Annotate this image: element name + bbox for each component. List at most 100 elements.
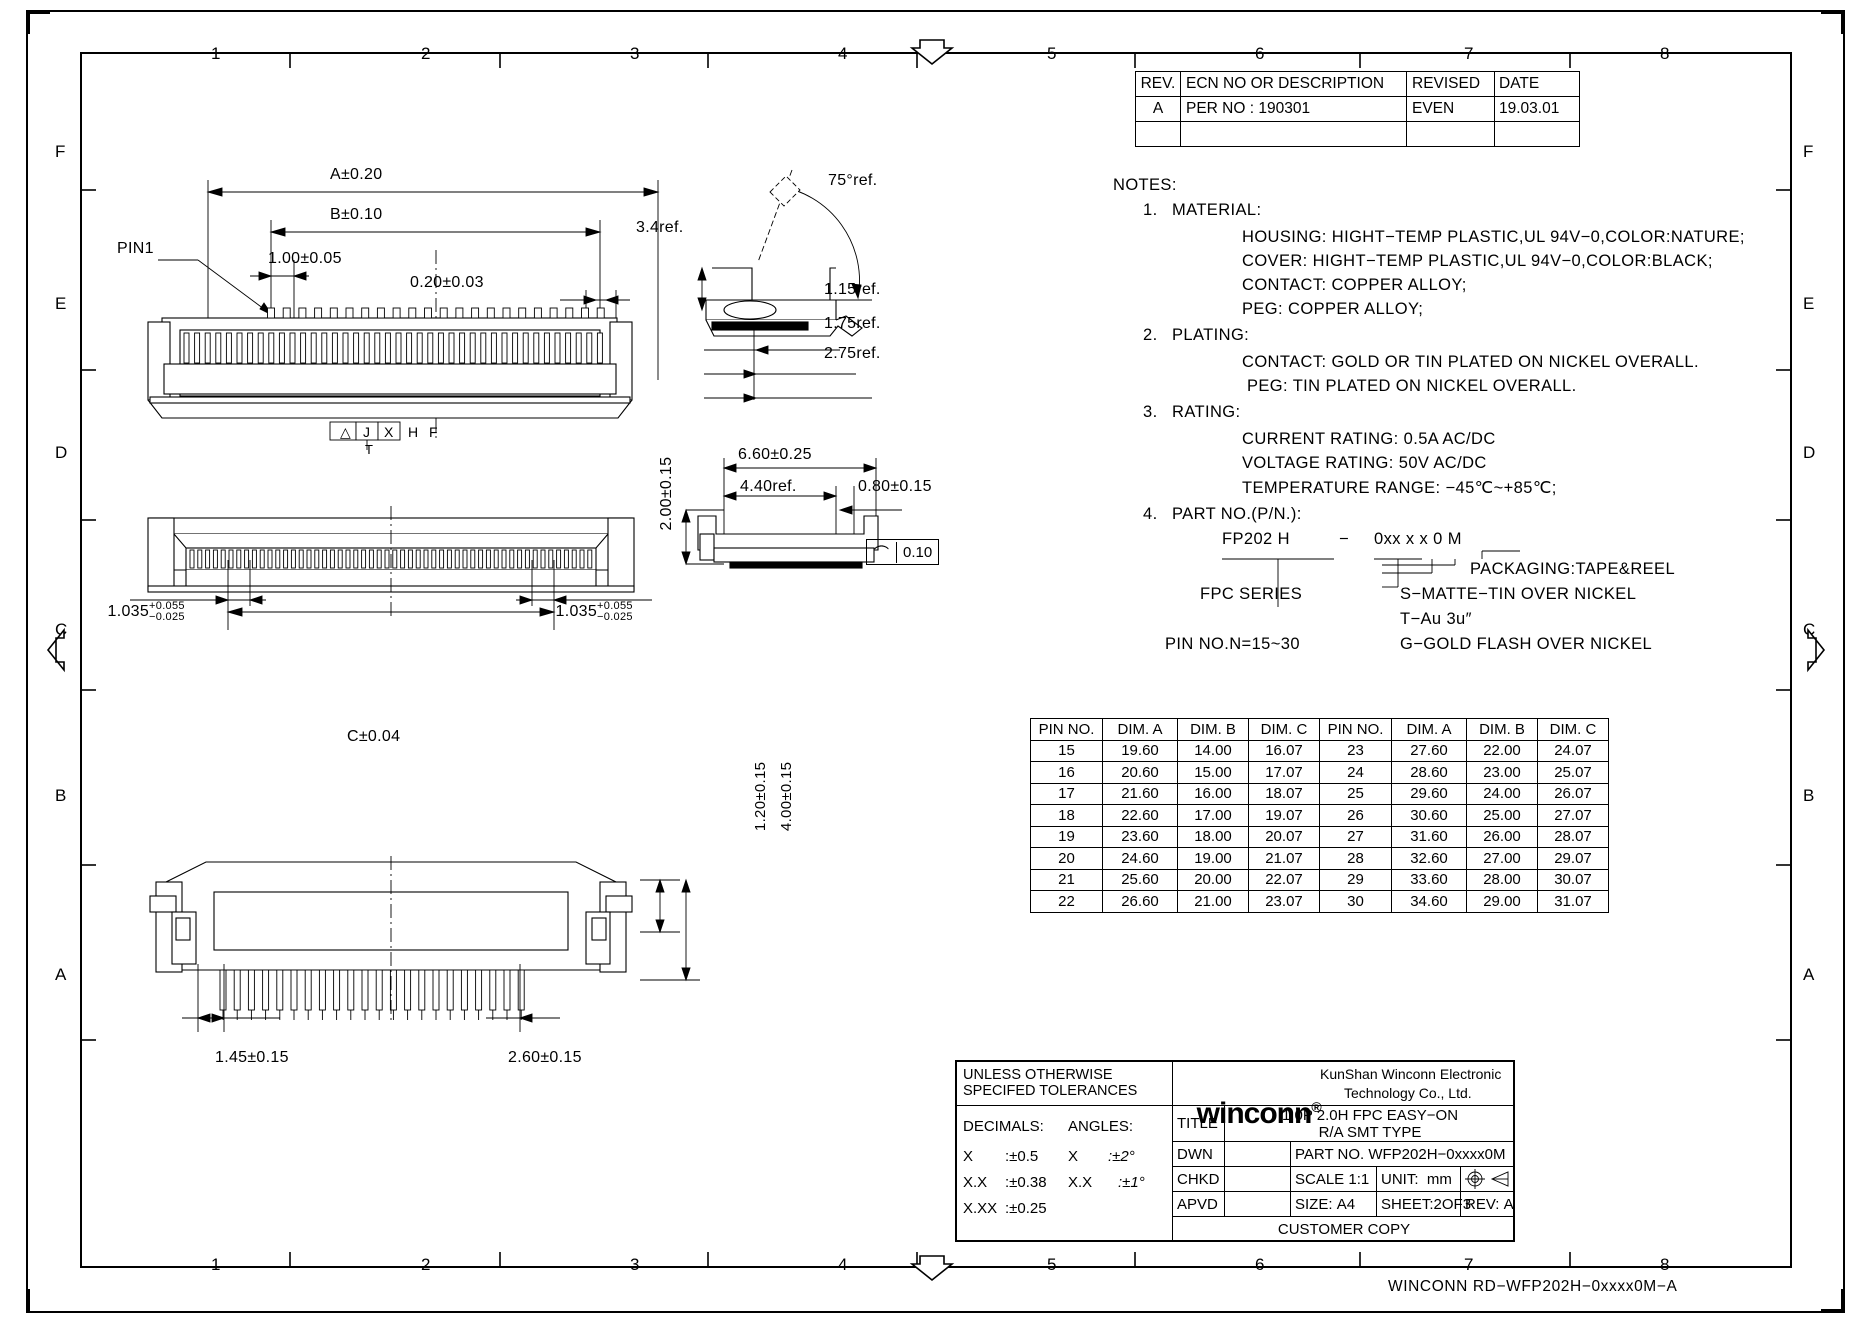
tol-row-1-decimal-name: X (963, 1148, 974, 1165)
zone-letter-right-F: F (1803, 142, 1814, 161)
rev-cell-date: 19.03.01 (1494, 96, 1580, 122)
dim-overall-b: B±0.10 (330, 206, 383, 223)
corner-mark-tr (1817, 12, 1843, 38)
part-number-code: FP202 H (1222, 530, 1290, 548)
revision-table-header-row: REV. ECN NO OR DESCRIPTION REVISED DATE (1135, 71, 1580, 97)
title-line2: R/A SMT TYPE (1318, 1123, 1422, 1141)
pin-cell: 16 (1030, 761, 1103, 784)
pin-cell: 29.60 (1391, 782, 1467, 805)
pin-cell: 24.60 (1102, 847, 1178, 870)
fpc-series-label: FPC SERIES (1200, 585, 1303, 603)
zone-number-bottom-8: 8 (1660, 1255, 1670, 1274)
marking-f: F (429, 424, 438, 440)
note-3-line-1: CURRENT RATING: 0.5A AC/DC (1242, 430, 1496, 448)
pin-cell: 16.00 (1177, 782, 1249, 805)
part-no-label: PART NO. (1295, 1145, 1365, 1163)
dim-profile-height-value: 2.00±0.15 (658, 456, 675, 531)
decimals-label: DECIMALS: (963, 1118, 1044, 1135)
zone-number-bottom-5: 5 (1047, 1255, 1057, 1274)
rev-header-revised: REVISED (1406, 71, 1495, 97)
note-1-number: 1. (1143, 201, 1158, 219)
pin-cell: 26.00 (1466, 825, 1538, 848)
dwn-value-cell (1225, 1142, 1291, 1167)
dim-profile-height: 2.00±0.15 (640, 457, 676, 540)
pin-cell: 25.00 (1466, 804, 1538, 827)
zone-letter-left-A: A (55, 965, 67, 984)
note-3-line-3: TEMPERATURE RANGE: −45℃~+85℃; (1242, 479, 1557, 497)
note-3-number: 3. (1143, 403, 1158, 421)
zone-number-top-7: 7 (1464, 44, 1474, 63)
pin-cell: 28 (1319, 847, 1392, 870)
note-2-number: 2. (1143, 326, 1158, 344)
matte-tin-callout: S−MATTE−TIN OVER NICKEL (1400, 585, 1637, 603)
zone-letter-left-E: E (55, 294, 67, 313)
rev-cell-desc-empty (1180, 121, 1407, 147)
label-pin1: PIN1 (117, 240, 154, 257)
dwn-label-cell: DWN (1173, 1142, 1225, 1167)
pin-cell: 16.07 (1248, 739, 1320, 762)
tol-row-1-decimal-value: :±0.5 (1005, 1148, 1039, 1165)
pin-cell: 34.60 (1391, 890, 1467, 913)
chkd-label-cell: CHKD (1173, 1167, 1225, 1192)
pin-cell: 14.00 (1177, 739, 1249, 762)
profile-view-drawing (681, 458, 902, 569)
tol-row-3-decimal-value: :±0.25 (1005, 1200, 1047, 1217)
fold-arrow-top (909, 39, 955, 66)
pin-cell: 24.07 (1537, 739, 1609, 762)
zone-number-bottom-3: 3 (630, 1255, 640, 1274)
pin-cell: 17.00 (1177, 804, 1249, 827)
pin-cell: 20.60 (1102, 761, 1178, 784)
pin-cell: 24.00 (1466, 782, 1538, 805)
dim-contact-width: 0.20±0.03 (410, 274, 484, 291)
part-number-suffix: 0xx x x 0 M (1374, 530, 1462, 548)
pin-cell: 24 (1319, 761, 1392, 784)
zone-letter-left-D: D (55, 443, 68, 462)
zone-number-top-3: 3 (630, 44, 640, 63)
zone-number-top-8: 8 (1660, 44, 1670, 63)
tol-row-2-angle-name: X.X (1068, 1174, 1093, 1191)
pin-dimension-table: PIN NO. DIM. A DIM. B DIM. C PIN NO. DIM… (1030, 718, 1609, 913)
marking-triangle: △ (340, 424, 352, 440)
pin-header-b-right: DIM. B (1466, 718, 1538, 741)
revision-table: REV. ECN NO OR DESCRIPTION REVISED DATE … (1135, 71, 1580, 147)
note-4-number: 4. (1143, 505, 1158, 523)
pin-cell: 22.60 (1102, 804, 1178, 827)
pin-cell: 27.60 (1391, 739, 1467, 762)
gold-flash-callout: G−GOLD FLASH OVER NICKEL (1400, 635, 1653, 653)
zone-letter-right-B: B (1803, 786, 1815, 805)
zone-number-bottom-1: 1 (211, 1255, 221, 1274)
marking-j: J (363, 424, 371, 440)
zone-letter-right-A: A (1803, 965, 1815, 984)
dim-profile-inner: 4.40ref. (740, 478, 797, 495)
sheet-cell: SHEET:2OF3 (1377, 1192, 1471, 1217)
pin-header-b-left: DIM. B (1177, 718, 1249, 741)
pin-cell: 22 (1030, 890, 1103, 913)
note-3-title: RATING: (1172, 403, 1241, 421)
pin-cell: 15 (1030, 739, 1103, 762)
marking-t: T (365, 442, 374, 457)
dim-profile-length: 6.60±0.25 (738, 446, 812, 463)
dim-depth-2-value: 4.00±0.15 (778, 761, 795, 832)
pin-header-a-left: DIM. A (1102, 718, 1178, 741)
pin-cell: 29.00 (1466, 890, 1538, 913)
note-2-line-1: CONTACT: GOLD OR TIN PLATED ON NICKEL OV… (1242, 353, 1699, 371)
tol-row-1-angle-name: X (1068, 1148, 1079, 1165)
tolerance-heading-line1: UNLESS OTHERWISE (963, 1066, 1113, 1083)
au-callout: T−Au 3u″ (1400, 610, 1472, 628)
dim-peg-b: 2.60±0.15 (508, 1049, 582, 1066)
pin-cell: 25.07 (1537, 761, 1609, 784)
part-number-dash: − (1339, 530, 1350, 548)
dim-left-offset-tol-up: +0.055 (149, 600, 185, 612)
pin-header-c-right: DIM. C (1537, 718, 1609, 741)
winconn-logo-text: winconn (1196, 1097, 1313, 1130)
unit-label: UNIT: (1381, 1170, 1419, 1188)
pin-cell: 22.00 (1466, 739, 1538, 762)
pin-table-header-row: PIN NO. DIM. A DIM. B DIM. C PIN NO. DIM… (1030, 718, 1609, 741)
zone-number-top-1: 1 (211, 44, 221, 63)
tol-row-2-decimal-value: :±0.38 (1005, 1174, 1047, 1191)
